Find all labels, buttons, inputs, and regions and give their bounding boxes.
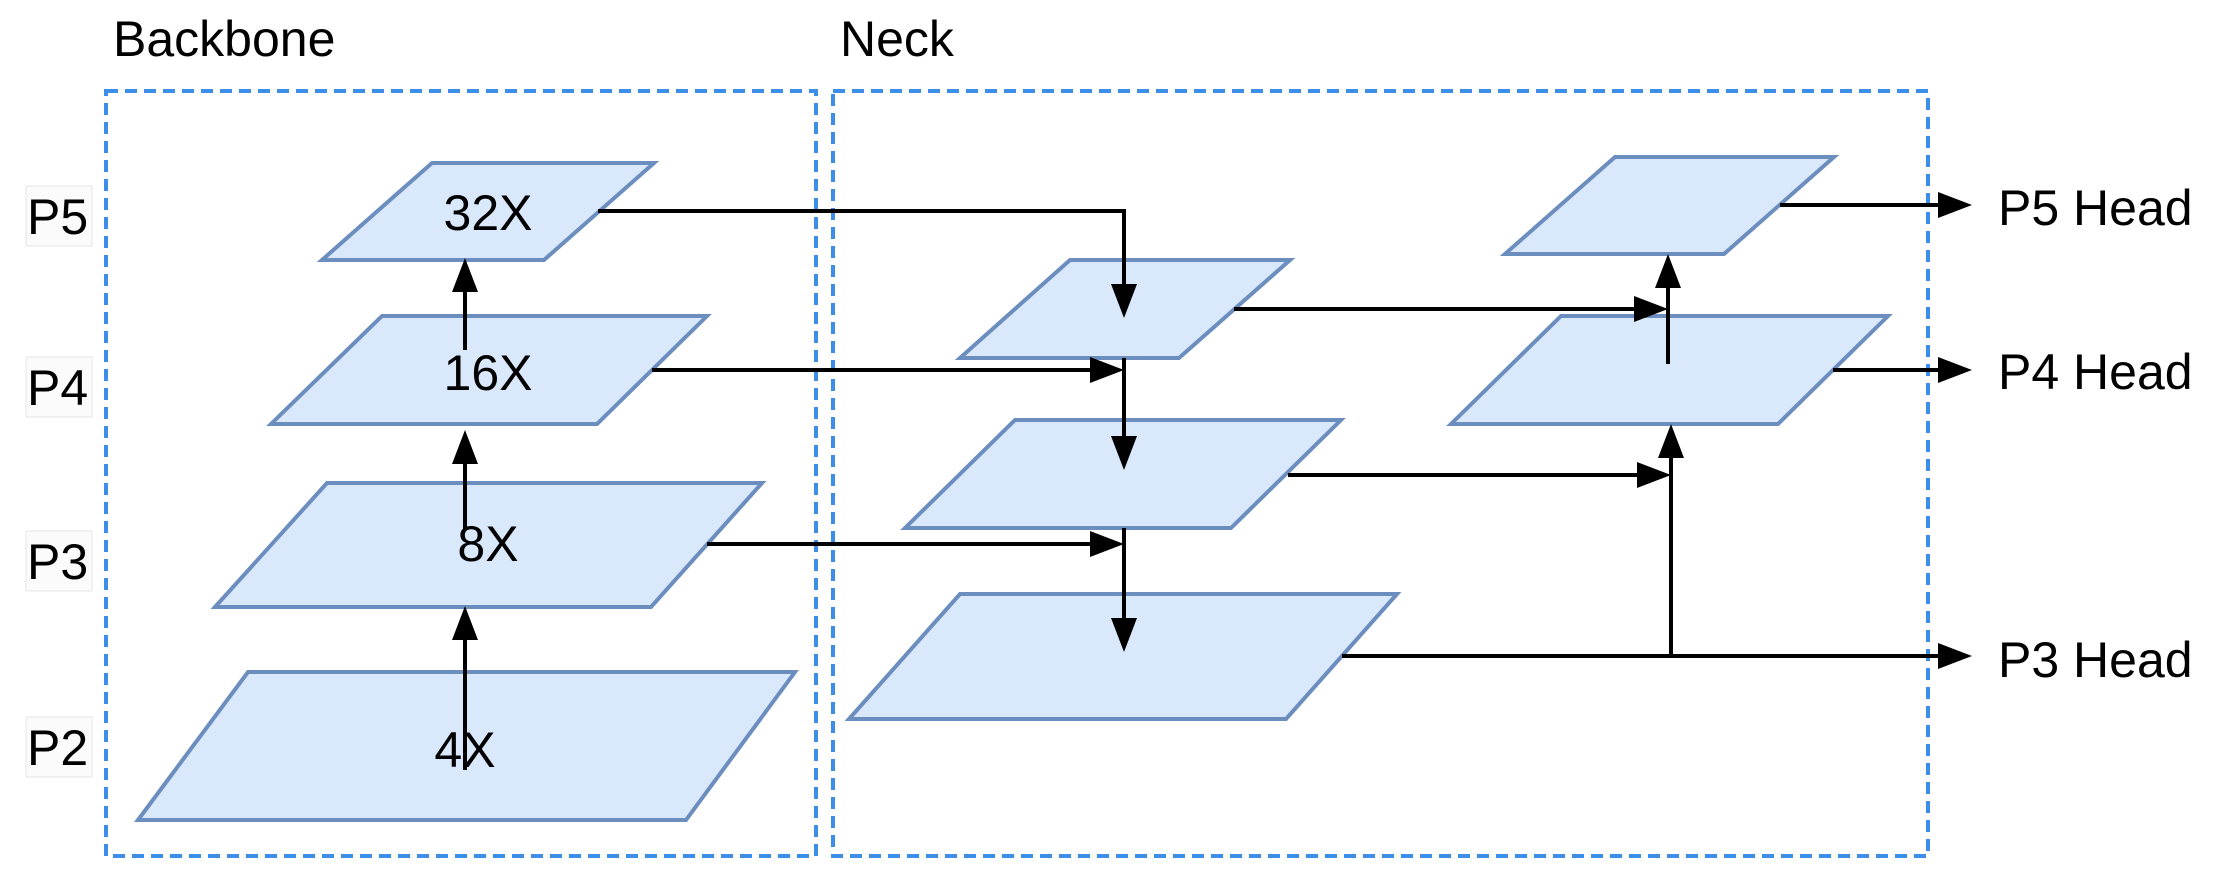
level-label-box-p4 <box>25 356 93 418</box>
neck-title: Neck <box>840 11 955 67</box>
neck-bottomup-features <box>1446 155 1893 426</box>
arrowhead-up-bottomup-p4 <box>1658 424 1684 458</box>
head-label-p5: P5 Head <box>1998 180 2193 236</box>
arrowhead-down-neck-p4 <box>1111 436 1137 470</box>
arrowhead-right-neck-p5 <box>1634 296 1668 322</box>
level-labels: P5 P4 P3 P2 <box>25 185 93 778</box>
backbone-feature-maps <box>134 161 799 822</box>
level-label-box-p2 <box>25 716 93 778</box>
neck-bottomup-feature-p5 <box>1499 155 1840 256</box>
arrowhead-up-backbone-p4 <box>452 430 478 464</box>
backbone-feature-p4 <box>266 314 712 426</box>
backbone-feature-p5 <box>316 161 660 262</box>
arrows <box>463 203 1940 770</box>
arrow-heads <box>452 192 1972 669</box>
backbone-label-8x: 8X <box>457 516 518 572</box>
backbone-group-box <box>104 89 818 858</box>
arrowhead-p5-head <box>1938 192 1972 218</box>
backbone-title: Backbone <box>113 11 335 67</box>
neck-topdown-features <box>844 258 1402 721</box>
arrowhead-p4-head <box>1938 357 1972 383</box>
arrowhead-right-neck-p4 <box>1637 462 1671 488</box>
head-label-p4: P4 Head <box>1998 344 2193 400</box>
head-label-p3: P3 Head <box>1998 632 2193 688</box>
level-label-p3: P3 <box>27 534 88 590</box>
arrowhead-up-backbone-p5 <box>452 258 478 292</box>
arrow-lateral-p5 <box>598 209 1126 290</box>
level-label-p4: P4 <box>27 360 88 416</box>
neck-bottomup-feature-p4 <box>1446 314 1893 426</box>
arrowhead-up-bottomup-p5 <box>1655 254 1681 288</box>
arrowhead-right-lateral-p4 <box>1090 357 1124 383</box>
backbone-feature-p3 <box>210 481 767 609</box>
level-label-p5: P5 <box>27 189 88 245</box>
backbone-label-16x: 16X <box>444 345 533 401</box>
level-label-box-p3 <box>25 530 93 592</box>
arrowhead-right-lateral-p3 <box>1090 531 1124 557</box>
neck-topdown-feature-p3 <box>844 592 1402 721</box>
backbone-label-32x: 32X <box>444 185 533 241</box>
arrowhead-up-backbone-p3 <box>452 606 478 640</box>
level-label-box-p5 <box>25 185 93 247</box>
arrowhead-down-neck-p3 <box>1111 618 1137 652</box>
arrowhead-down-neck-p5 <box>1111 284 1137 318</box>
arrowhead-p3-head <box>1938 643 1972 669</box>
level-label-p2: P2 <box>27 720 88 776</box>
